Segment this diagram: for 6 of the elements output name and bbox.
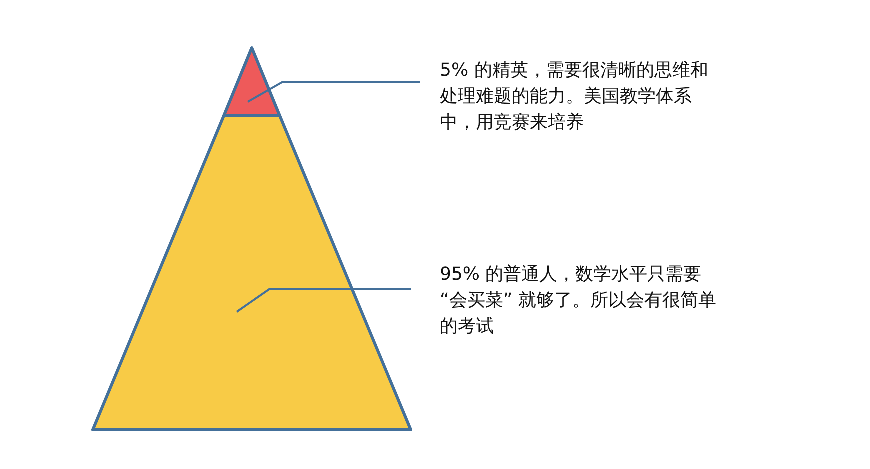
leader-line bbox=[236, 288, 411, 313]
callout-text: 95% 的普通人，数学水平只需要 “会买菜” 就够了。所以会有很简单的考试 bbox=[440, 262, 718, 340]
leader-line bbox=[248, 81, 420, 103]
pyramid-tier bbox=[222, 46, 282, 118]
callout-text: 5% 的精英，需要很清晰的思维和处理难题的能力。美国教学体系中，用竞赛来培养 bbox=[440, 58, 718, 136]
pyramid-tier bbox=[92, 114, 412, 432]
